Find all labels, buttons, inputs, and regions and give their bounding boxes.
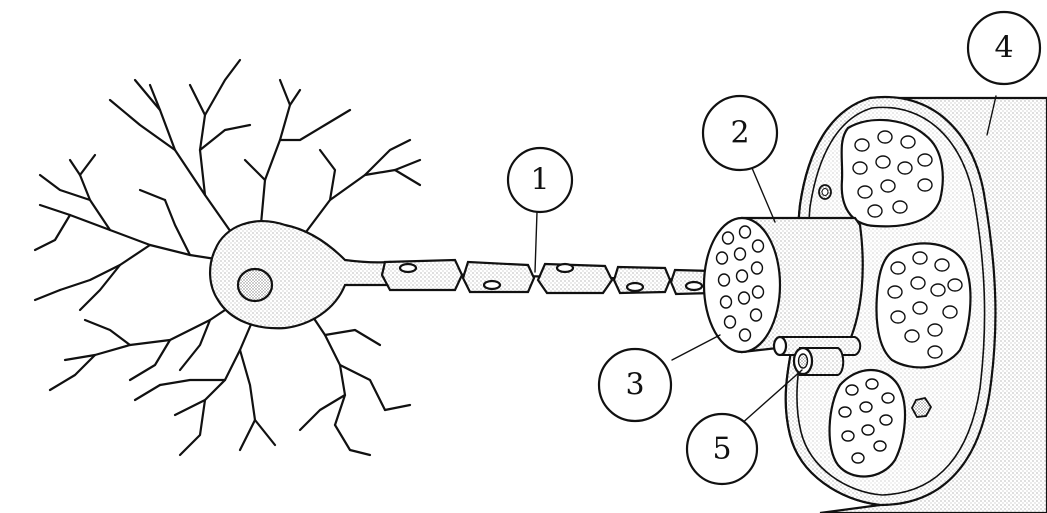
- neuron: [33, 58, 422, 457]
- blood-vessel-tube: [772, 335, 862, 376]
- callouts: 1 2 3 4 5: [506, 10, 1042, 486]
- fascicle-top: [840, 118, 944, 228]
- nerve: [702, 95, 1047, 513]
- fascicle-right: [875, 242, 972, 369]
- nucleus: [236, 267, 274, 303]
- callout-1: 1: [506, 146, 574, 214]
- fascicle-cylinder: [702, 216, 864, 354]
- blood-vessel-small-2: [910, 396, 933, 418]
- fascicle-bottom: [828, 369, 907, 478]
- svg-text:2: 2: [730, 116, 749, 151]
- dendrites: [33, 58, 422, 457]
- svg-text:1: 1: [530, 163, 549, 198]
- svg-text:5: 5: [712, 432, 731, 467]
- blood-vessel-small: [818, 184, 832, 200]
- cell-body: [209, 220, 392, 330]
- callout-2: 2: [701, 94, 779, 172]
- svg-text:4: 4: [994, 31, 1013, 66]
- myelinated-axon: [380, 258, 718, 296]
- myelin-sheath-segments: [380, 258, 718, 296]
- callout-4: 4: [966, 10, 1042, 86]
- svg-text:3: 3: [625, 368, 644, 403]
- callout-3: 3: [597, 347, 673, 423]
- callout-5: 5: [685, 412, 759, 486]
